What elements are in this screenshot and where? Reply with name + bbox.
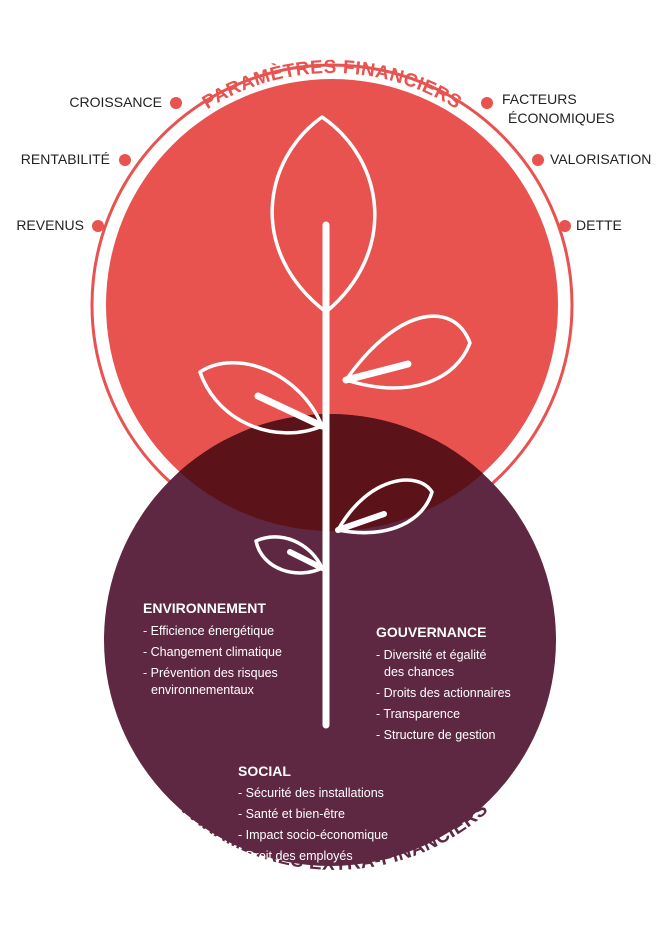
label-facteurs-line1: FACTEURS (502, 91, 577, 107)
social-item: - Impact socio-économique (238, 828, 388, 842)
dot-facteurs (481, 97, 493, 109)
dot-valorisation (532, 154, 544, 166)
plant-big-right-vein (342, 360, 412, 384)
dot-dette (559, 220, 571, 232)
gouvernance-block: GOUVERNANCE - Diversité et égalité des c… (376, 624, 511, 742)
label-facteurs-line2: ÉCONOMIQUES (508, 110, 615, 126)
social-item: - Sécurité des installations (238, 786, 384, 800)
environnement-item: environnementaux (151, 683, 255, 697)
gouvernance-item: - Diversité et égalité (376, 648, 487, 662)
environnement-title: ENVIRONNEMENT (143, 600, 266, 616)
dot-revenus (92, 220, 104, 232)
dot-croissance (170, 97, 182, 109)
social-block: SOCIAL - Sécurité des installations - Sa… (238, 763, 388, 863)
label-croissance: CROISSANCE (69, 94, 162, 110)
label-valorisation: VALORISATION (550, 151, 651, 167)
label-revenus: REVENUS (16, 217, 84, 233)
gouvernance-item: des chances (384, 665, 454, 679)
social-item: - Santé et bien-être (238, 807, 345, 821)
label-rentabilite: RENTABILITÉ (21, 151, 110, 167)
dot-rentabilite (119, 154, 131, 166)
environnement-item: - Efficience énergétique (143, 624, 274, 638)
plant-small-left-vein (287, 549, 325, 571)
gouvernance-title: GOUVERNANCE (376, 624, 486, 640)
social-title: SOCIAL (238, 763, 291, 779)
gouvernance-item: - Structure de gestion (376, 728, 496, 742)
environnement-item: - Changement climatique (143, 645, 282, 659)
plant-top-leaf (270, 115, 377, 314)
gouvernance-item: - Droits des actionnaires (376, 686, 511, 700)
gouvernance-item: - Transparence (376, 707, 460, 721)
environnement-block: ENVIRONNEMENT - Efficience énergétique -… (143, 600, 282, 697)
environnement-item: - Prévention des risques (143, 666, 278, 680)
extra-financial-circle (104, 414, 556, 866)
plant-icon (198, 115, 472, 729)
social-item: - Droit des employés (238, 849, 353, 863)
label-dette: DETTE (576, 217, 622, 233)
plant-small-right-vein (335, 511, 387, 533)
plant-big-left-vein (254, 392, 326, 430)
